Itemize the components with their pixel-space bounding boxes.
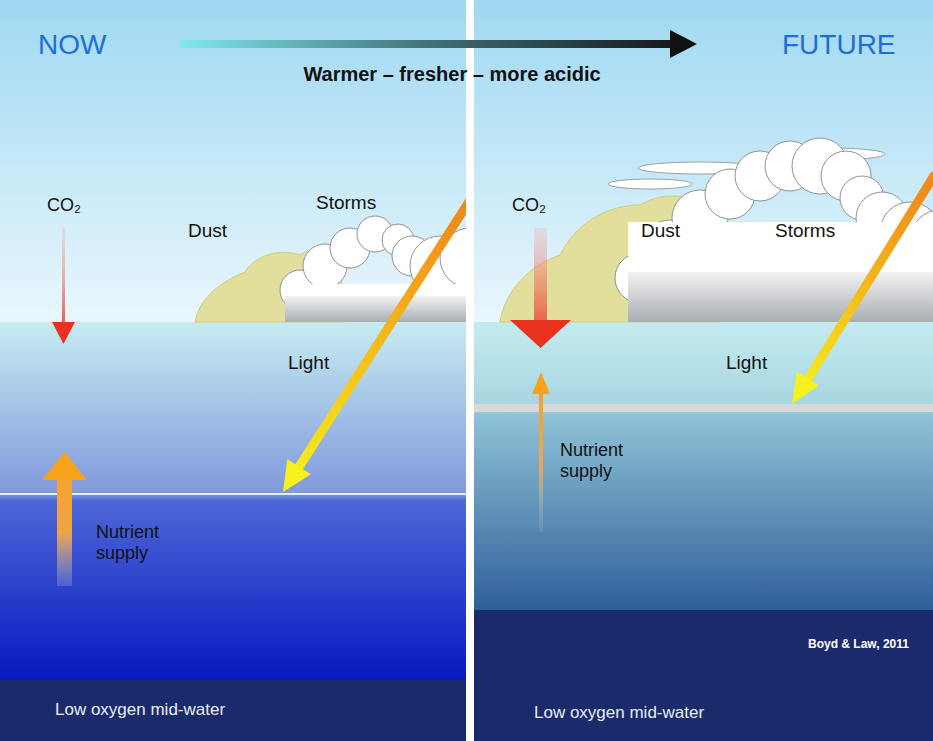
light-arrow [808,174,933,379]
co2-label: CO₂ [47,195,81,216]
band-label: Low oxygen mid-water [534,703,933,723]
nutrient-label: Nutrient supply [96,522,176,563]
storms-label: Storms [316,192,376,214]
light-label: Light [726,352,767,374]
ocean-water [0,322,466,682]
trend-arrow-head [670,30,697,58]
co2-arrow [534,228,547,323]
co2-label: CO₂ [512,195,546,216]
light-arrow [299,200,466,467]
nutrient-arrow [539,392,543,532]
dust-label: Dust [641,220,680,242]
co2-arrow-head [510,320,571,348]
panel-heading: FUTURE [782,29,896,61]
light-label: Light [288,352,329,374]
storm-cloud [615,138,933,322]
nutrient-arrow [57,478,72,586]
nutrient-arrow-head [532,372,550,394]
nutrient-arrow-head [42,452,87,480]
dust-label: Dust [188,220,227,242]
oxygen-band: Low oxygen mid-water [474,610,933,741]
co2-arrow-head [52,322,75,344]
panel-heading: NOW [38,29,106,61]
light-arrow-head [792,372,819,404]
storm-cloud [280,216,466,322]
future-panel [474,0,933,612]
trend-label: Warmer – fresher – more acidic [303,63,600,86]
storms-label: Storms [775,220,835,242]
nutrient-label: Nutrient supply [560,440,640,481]
co2-arrow [62,228,65,328]
sky [0,0,466,322]
band-label: Low oxygen mid-water [55,700,466,720]
oxygen-band: Low oxygen mid-water [0,680,466,741]
now-panel [0,0,466,682]
credit-label: Boyd & Law, 2011 [808,638,909,652]
ocean-water [474,322,933,612]
light-arrow-head [283,459,311,492]
trend-arrow [180,40,672,48]
